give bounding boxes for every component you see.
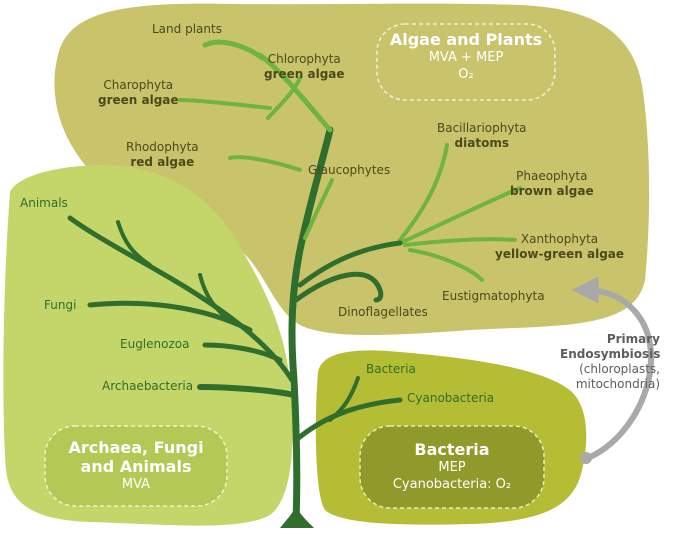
branch-animals-sub <box>116 220 152 267</box>
bacteria-branches <box>293 376 403 443</box>
branch-algae-connector <box>297 240 403 288</box>
label-phaeophyta: Phaeophyta brown algae <box>510 169 594 199</box>
tree-trunk <box>288 126 334 524</box>
bacteria-group-line2: Cyanobacteria: O₂ <box>392 477 512 492</box>
label-rhodophyta: Rhodophyta red algae <box>126 140 199 170</box>
xanthophyta-name: Xanthophyta <box>520 232 599 246</box>
label-euglenozoa: Euglenozoa <box>120 337 189 352</box>
charophyta-name: Charophyta <box>103 78 174 92</box>
label-eustigmatophyta: Eustigmatophyta <box>442 289 545 304</box>
label-xanthophyta: Xanthophyta yellow-green algae <box>495 232 624 262</box>
bacteria-group-title: Bacteria <box>414 440 490 459</box>
label-fungi: Fungi <box>44 298 76 313</box>
branch-eustigmatophyta <box>408 248 484 282</box>
rhodophyta-name: Rhodophyta <box>126 140 199 154</box>
bacteria-box <box>359 425 545 509</box>
bacillariophyta-common: diatoms <box>454 136 509 150</box>
tree-root <box>280 505 314 528</box>
endosymbiosis-line1: (chloroplasts, <box>579 362 660 376</box>
label-chlorophyta: Chlorophyta green algae <box>264 52 345 82</box>
archaea-fungi-animals-line1: MVA <box>121 477 151 492</box>
label-land-plants: Land plants <box>152 22 222 37</box>
label-glaucophytes: Glaucophytes <box>308 163 390 178</box>
animals-name: Animals <box>20 196 68 210</box>
archaea-fungi-animals-title-1: Archaea, Fungi <box>68 438 204 457</box>
mid-branches <box>293 240 403 303</box>
branch-chlorophyta <box>266 76 302 120</box>
xanthophyta-common: yellow-green algae <box>495 247 625 261</box>
branch-charophyta <box>178 98 272 110</box>
algae-plants-line2: O₂ <box>458 67 474 82</box>
endosymbiosis-label: Primary Endosymbiosis (chloroplasts, mit… <box>560 332 660 392</box>
label-charophyta: Charophyta green algae <box>98 78 179 108</box>
cyanobacteria-name: Cyanobacteria <box>407 391 495 405</box>
land-plants-name: Land plants <box>152 22 222 36</box>
eustigmatophyta-name: Eustigmatophyta <box>442 289 545 303</box>
branch-fungi-sub <box>198 273 232 322</box>
label-bacteria: Bacteria <box>366 362 416 377</box>
chlorophyta-name: Chlorophyta <box>267 52 341 66</box>
euglenozoa-name: Euglenozoa <box>120 337 190 351</box>
label-archaebacteria: Archaebacteria <box>102 379 193 394</box>
algae-plants-region <box>54 3 650 335</box>
branch-bacteria <box>328 376 360 422</box>
branch-phaeophyta <box>398 186 522 245</box>
branch-bacillariophyta <box>398 143 449 242</box>
label-dinoflagellates: Dinoflagellates <box>338 305 428 320</box>
branch-archaebacteria <box>197 384 297 398</box>
branch-xanthophyta <box>403 237 517 247</box>
left-branches <box>67 215 297 398</box>
upper-branches <box>178 39 522 282</box>
chlorophyta-common: green algae <box>264 67 345 81</box>
endosymbiosis-arrow-start <box>580 452 592 464</box>
archaea-fungi-animals-label: Archaea, Fungi and Animals MVA <box>45 438 227 493</box>
branch-land-plants <box>202 39 265 61</box>
algae-plants-line1: MVA + MEP <box>428 50 504 65</box>
endosymbiosis-line2: mitochondria) <box>575 377 660 391</box>
glaucophytes-name: Glaucophytes <box>308 163 391 177</box>
algae-plants-box <box>376 23 556 101</box>
phaeophyta-common: brown algae <box>510 184 594 198</box>
branch-fungi <box>87 300 253 333</box>
algae-plants-label: Algae and Plants MVA + MEP O₂ <box>377 30 555 83</box>
archaebacteria-name: Archaebacteria <box>102 379 194 393</box>
branch-glaucophytes <box>303 178 334 240</box>
bacillariophyta-name: Bacillariophyta <box>437 121 527 135</box>
label-animals: Animals <box>20 196 68 211</box>
fungi-name: Fungi <box>44 298 77 312</box>
bacteria-group-label: Bacteria MEP Cyanobacteria: O₂ <box>360 440 544 493</box>
endosymbiosis-title-2: Endosymbiosis <box>560 347 661 361</box>
charophyta-common: green algae <box>98 93 179 107</box>
archaea-fungi-animals-title-2: and Animals <box>80 457 192 476</box>
label-bacillariophyta: Bacillariophyta diatoms <box>437 121 527 151</box>
bacteria-group-line1: MEP <box>438 460 466 475</box>
rhodophyta-common: red algae <box>130 155 195 169</box>
algae-plants-title: Algae and Plants <box>389 30 543 49</box>
label-cyanobacteria: Cyanobacteria <box>407 391 494 406</box>
branch-rhodophyta <box>228 155 302 172</box>
dinoflagellates-name: Dinoflagellates <box>338 305 428 319</box>
tree-trunk-upper <box>257 52 333 133</box>
endosymbiosis-arrow <box>571 276 655 461</box>
archaea-fungi-animals-box <box>44 425 228 507</box>
bacteria-name: Bacteria <box>366 362 416 376</box>
branch-dinoflagellates <box>293 271 384 303</box>
branch-animals <box>67 215 295 383</box>
phaeophyta-name: Phaeophyta <box>516 169 588 183</box>
branch-euglenozoa <box>202 342 283 363</box>
endosymbiosis-title-1: Primary <box>606 332 660 346</box>
